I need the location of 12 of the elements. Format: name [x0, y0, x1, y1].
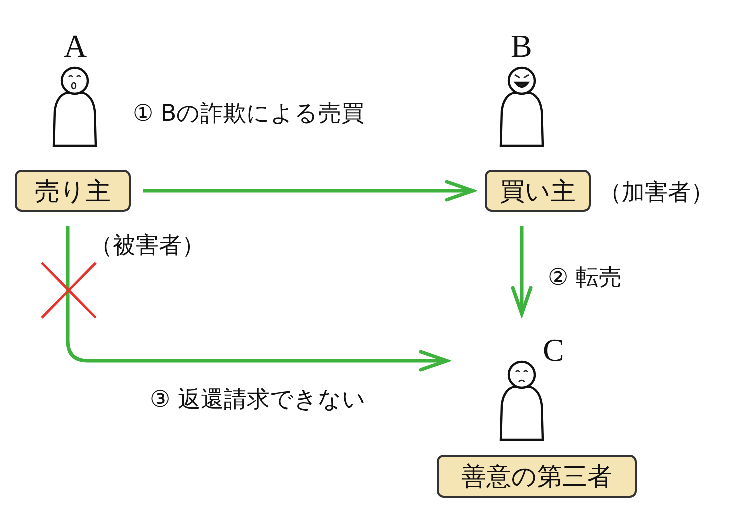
arrow — [66, 226, 449, 372]
role-note: （被害者） — [90, 232, 205, 261]
person-label: A — [64, 30, 88, 62]
edge-label: ③ 返還請求できない — [150, 386, 366, 415]
person-label: B — [511, 30, 532, 62]
arrow — [143, 180, 475, 202]
edge-label: ② 転売 — [548, 264, 622, 293]
person-label: C — [543, 334, 564, 366]
role-box: 善意の第三者 — [437, 455, 637, 498]
role-note: （加害者） — [599, 179, 714, 208]
edge-label: ① Bの詐欺による売買 — [133, 100, 365, 129]
arrow — [511, 226, 533, 316]
